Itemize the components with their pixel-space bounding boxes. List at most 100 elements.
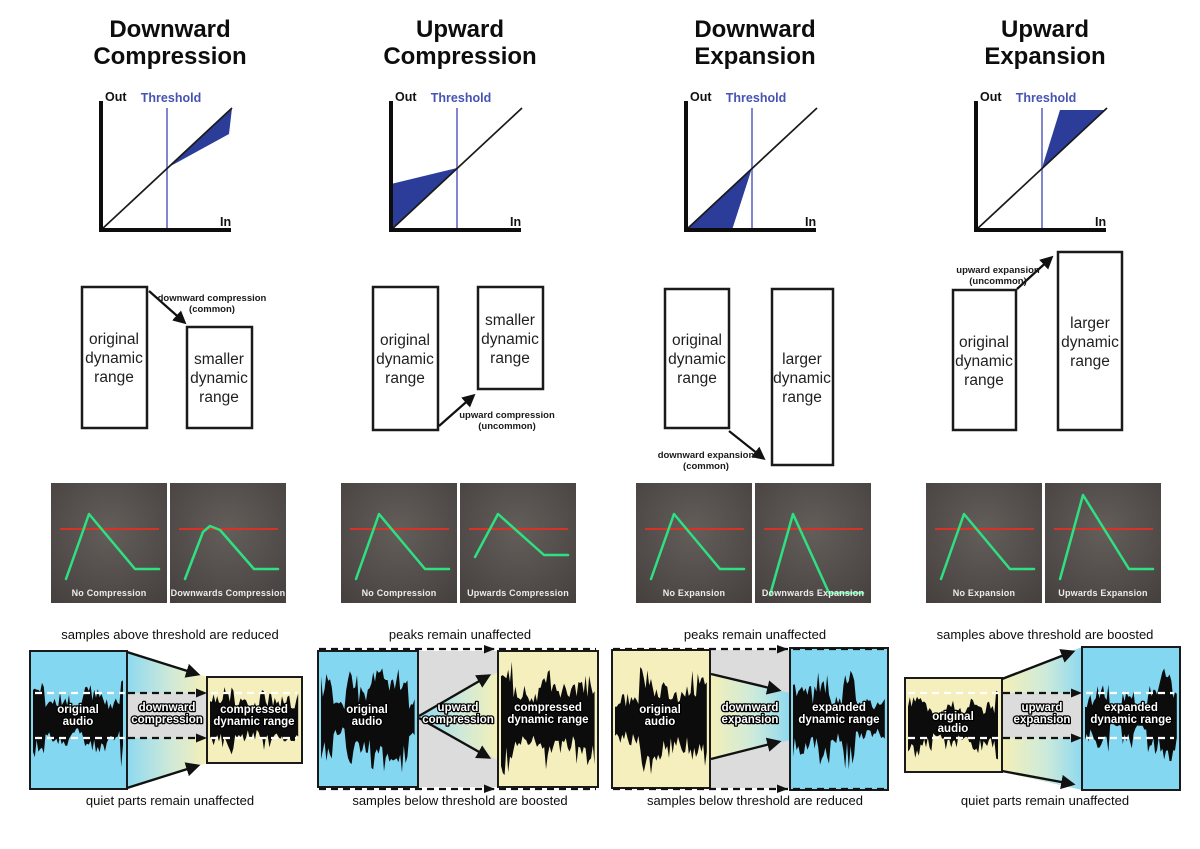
- transfer-curve-graph: Out Threshold In: [974, 90, 1108, 232]
- note-line2: (common): [683, 461, 729, 472]
- panel-before: [636, 483, 752, 603]
- envelope-after: [768, 512, 865, 597]
- envelope-panels: No Compression Upwards Compression: [341, 483, 576, 603]
- threshold-label: Threshold: [431, 91, 491, 105]
- note-line1: upward compression: [459, 410, 555, 421]
- left-box-line3: range: [94, 369, 134, 386]
- envelope-before: [64, 512, 161, 581]
- panel-after-label: Downwards Expansion: [762, 588, 864, 598]
- reduce-arrow-top: [126, 650, 201, 678]
- audio-flow-diagram: original audio upward compression compre…: [317, 645, 599, 793]
- left-box-line2: dynamic: [668, 351, 726, 368]
- right-box-line1: larger: [1070, 315, 1110, 332]
- left-box-line2: dynamic: [376, 351, 434, 368]
- flow-bottom-caption: quiet parts remain unaffected: [85, 793, 255, 808]
- column-title: Downward Expansion: [694, 16, 816, 71]
- right-box-line1: larger: [782, 351, 822, 368]
- range-boxes-diagram: downward expansion (common) original dyn…: [658, 287, 835, 472]
- right-box-line2: dynamic: [481, 331, 539, 348]
- panel-after: [460, 483, 576, 603]
- envelope-panels: No Expansion Downwards Expansion: [636, 483, 871, 603]
- boost-arrow-bottom: [418, 716, 492, 759]
- flow-right-line1: expanded: [1104, 702, 1158, 714]
- left-box-line2: dynamic: [85, 350, 143, 367]
- flow-right-line1: expanded: [812, 702, 866, 714]
- flow-right-line2: dynamic range: [798, 714, 879, 726]
- result-range-box: [185, 325, 254, 430]
- unity-line: [975, 107, 1108, 231]
- column-upward-expansion: Upward Expansion Out Threshold In upward…: [900, 0, 1190, 849]
- panel-before-label: No Compression: [362, 588, 437, 598]
- flow-mid-line2: expansion: [1014, 714, 1071, 726]
- axes: [974, 101, 1106, 232]
- waveform-result: [1085, 668, 1177, 762]
- right-box-line2: dynamic: [190, 370, 248, 387]
- arrowhead: [484, 645, 495, 654]
- boost-arrow-top: [418, 674, 492, 718]
- panel-before: [341, 483, 457, 603]
- flow-left-line1: original: [57, 704, 99, 716]
- arrowhead: [1071, 688, 1082, 698]
- arrowhead: [484, 784, 495, 793]
- panel-after: [1045, 483, 1161, 603]
- envelope-before: [354, 512, 451, 581]
- panel-before: [926, 483, 1042, 603]
- out-axis-label: Out: [690, 90, 712, 104]
- envelope-before: [939, 512, 1036, 581]
- flow-right-line2: dynamic range: [507, 714, 588, 726]
- flow-mid-line2: expansion: [722, 714, 779, 726]
- arrowhead: [1071, 733, 1082, 743]
- flow-left-line1: original: [932, 711, 974, 723]
- panel-before: [51, 483, 167, 603]
- process-arrow: [1016, 255, 1054, 290]
- right-box-line1: smaller: [194, 351, 244, 368]
- audio-flow-diagram: original audio downward expansion expand…: [611, 645, 889, 793]
- process-arrow: [438, 393, 476, 427]
- out-axis-label: Out: [395, 90, 417, 104]
- flow-right-line2: dynamic range: [213, 716, 294, 728]
- reduce-arrow-bottom: [126, 762, 201, 790]
- flow-right-line2: dynamic range: [1090, 714, 1171, 726]
- range-boxes-diagram: downward compression (common) original d…: [80, 285, 267, 430]
- process-arrow: [728, 430, 766, 461]
- flow-bottom-caption: samples below threshold are boosted: [352, 793, 568, 808]
- column-upward-compression: Upward Compression Out Threshold In upwa…: [315, 0, 605, 849]
- waveform-original: [615, 667, 707, 775]
- boost-arrow-bottom: [1001, 769, 1076, 790]
- range-boxes-diagram: upward compression (uncommon) original d…: [371, 285, 555, 432]
- original-range-box: [80, 285, 149, 430]
- threshold-label: Threshold: [141, 91, 201, 105]
- original-range-box: [663, 287, 731, 430]
- column-downward-expansion: Downward Expansion Out Threshold In down…: [610, 0, 900, 849]
- envelope-after: [183, 524, 280, 581]
- arrowhead: [777, 784, 788, 793]
- arrowhead: [196, 688, 207, 698]
- left-box-line3: range: [385, 370, 425, 387]
- flow-mid-line1: downward: [139, 702, 196, 714]
- audio-flow-diagram: original audio downward compression comp…: [29, 650, 303, 790]
- flow-right-line1: compressed: [220, 704, 288, 716]
- right-box-line2: dynamic: [1061, 334, 1119, 351]
- in-axis-label: In: [510, 215, 521, 229]
- column-title: Downward Compression: [93, 16, 247, 71]
- original-range-box: [951, 288, 1018, 432]
- flow-left-line1: original: [639, 704, 681, 716]
- note-line1: upward expansion: [956, 265, 1040, 276]
- panel-before-label: No Expansion: [663, 588, 725, 598]
- flow-mid-line1: upward: [438, 702, 479, 714]
- panel-after-label: Upwards Compression: [467, 588, 569, 598]
- panel-after: [170, 483, 286, 603]
- flow-right-line1: compressed: [514, 702, 582, 714]
- flow-top-caption: peaks remain unaffected: [683, 627, 827, 642]
- panel-after-label: Downwards Compression: [171, 588, 286, 598]
- out-axis-label: Out: [980, 90, 1002, 104]
- column-title: Upward Expansion: [984, 16, 1106, 71]
- panel-before-label: No Expansion: [953, 588, 1015, 598]
- flow-left-line2: audio: [938, 723, 969, 735]
- right-box-line2: dynamic: [773, 370, 831, 387]
- flow-bottom-caption: samples below threshold are reduced: [646, 793, 864, 808]
- process-arrow: [148, 290, 187, 325]
- original-range-box: [371, 285, 440, 432]
- right-box-line3: range: [782, 389, 822, 406]
